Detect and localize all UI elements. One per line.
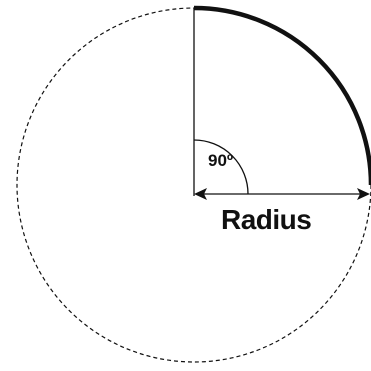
- bold-quarter-arc: [193, 5, 371, 186]
- left-arrowhead: [194, 188, 207, 200]
- right-arrowhead: [357, 188, 370, 200]
- angle-label: 90º: [208, 151, 233, 170]
- radius-label: Radius: [221, 204, 311, 235]
- angle-arc-marker: [193, 139, 249, 195]
